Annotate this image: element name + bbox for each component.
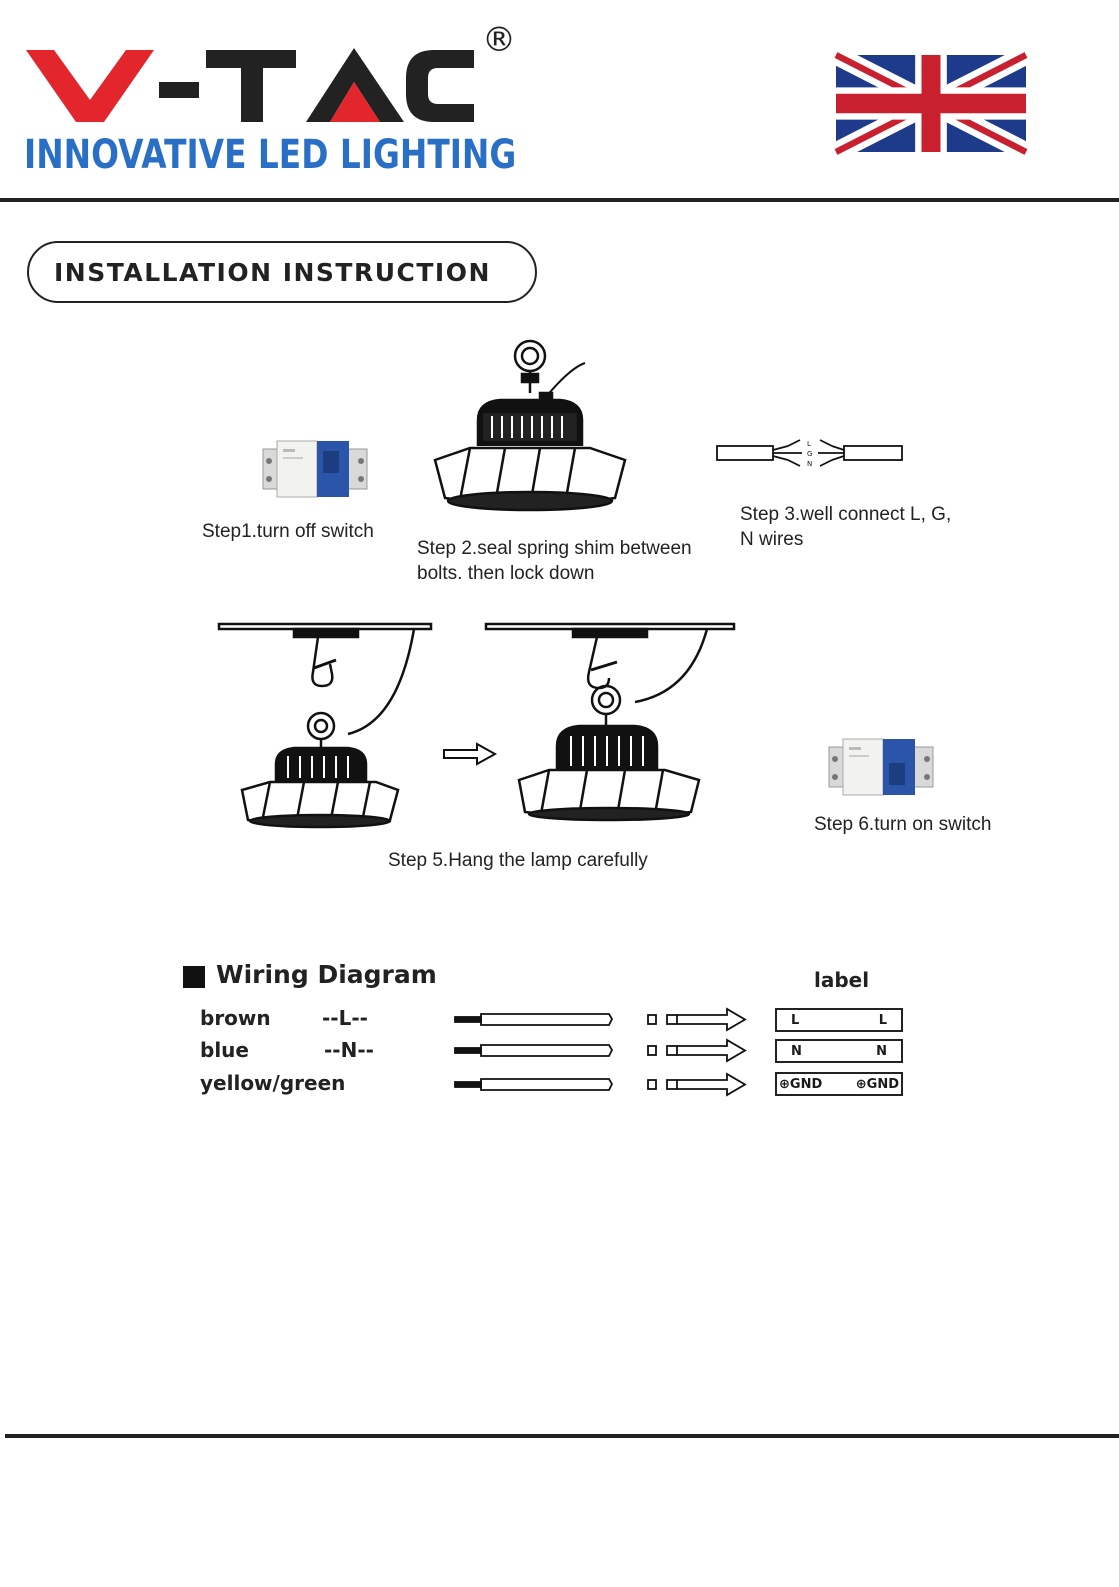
hanging-lamp-after-icon — [485, 622, 735, 822]
label-gnd-left: ⊕GND — [779, 1077, 822, 1092]
step1-caption: Step1.turn off switch — [202, 519, 374, 545]
svg-text:G: G — [807, 450, 812, 458]
ground-symbol-icon: ⊕ — [779, 1077, 790, 1092]
step5-caption: Step 5.Hang the lamp carefully — [388, 848, 648, 874]
wiring-title-bullet — [183, 966, 205, 988]
wire-row-1 — [455, 1009, 745, 1030]
wire-color-brown: brown — [200, 1006, 271, 1030]
ground-symbol-icon: ⊕ — [856, 1077, 867, 1092]
wire-color-blue: blue — [200, 1038, 249, 1062]
brand-tagline: INNOVATIVE LED LIGHTING — [24, 132, 401, 182]
footer-divider — [5, 1434, 1119, 1438]
wiring-graphics — [455, 1005, 755, 1100]
label-box-n: N N — [775, 1039, 903, 1063]
step2-caption-line2: bolts. then lock down — [417, 561, 594, 587]
brand-logo — [24, 30, 524, 130]
svg-text:N: N — [807, 460, 812, 468]
label-l-right: L — [879, 1013, 887, 1028]
wire-code-n: --N-- — [324, 1038, 374, 1062]
label-box-gnd: ⊕GND ⊕GND — [775, 1072, 903, 1096]
wiring-label-header: label — [814, 968, 869, 992]
hanging-lamp-before-icon — [218, 622, 433, 827]
header-divider — [0, 198, 1119, 202]
wire-row-2 — [455, 1040, 745, 1061]
label-n-right: N — [876, 1044, 887, 1059]
label-n-left: N — [791, 1044, 802, 1059]
wire-color-yellow-green: yellow/green — [200, 1071, 345, 1095]
label-l-left: L — [791, 1013, 799, 1028]
vtac-logo-icon — [24, 30, 524, 130]
registered-mark: ® — [482, 20, 516, 60]
wire-row-3 — [455, 1074, 745, 1095]
wiring-diagram-title: Wiring Diagram — [216, 960, 437, 989]
highbay-lamp-icon — [430, 338, 630, 513]
step3-caption-line1: Step 3.well connect L, G, — [740, 502, 951, 528]
breaker-switch-on-icon — [829, 737, 933, 797]
breaker-switch-icon — [263, 439, 367, 499]
wire-connection-icon: L G N — [716, 436, 904, 470]
uk-flag-icon — [836, 55, 1026, 152]
section-title: INSTALLATION INSTRUCTION — [27, 241, 537, 303]
label-box-l: L L — [775, 1008, 903, 1032]
wire-code-l: --L-- — [322, 1006, 368, 1030]
label-gnd-right: ⊕GND — [856, 1077, 899, 1092]
step3-caption-line2: N wires — [740, 527, 803, 553]
step2-caption-line1: Step 2.seal spring shim between — [417, 536, 692, 562]
svg-text:L: L — [807, 440, 811, 448]
step6-caption: Step 6.turn on switch — [814, 812, 991, 838]
